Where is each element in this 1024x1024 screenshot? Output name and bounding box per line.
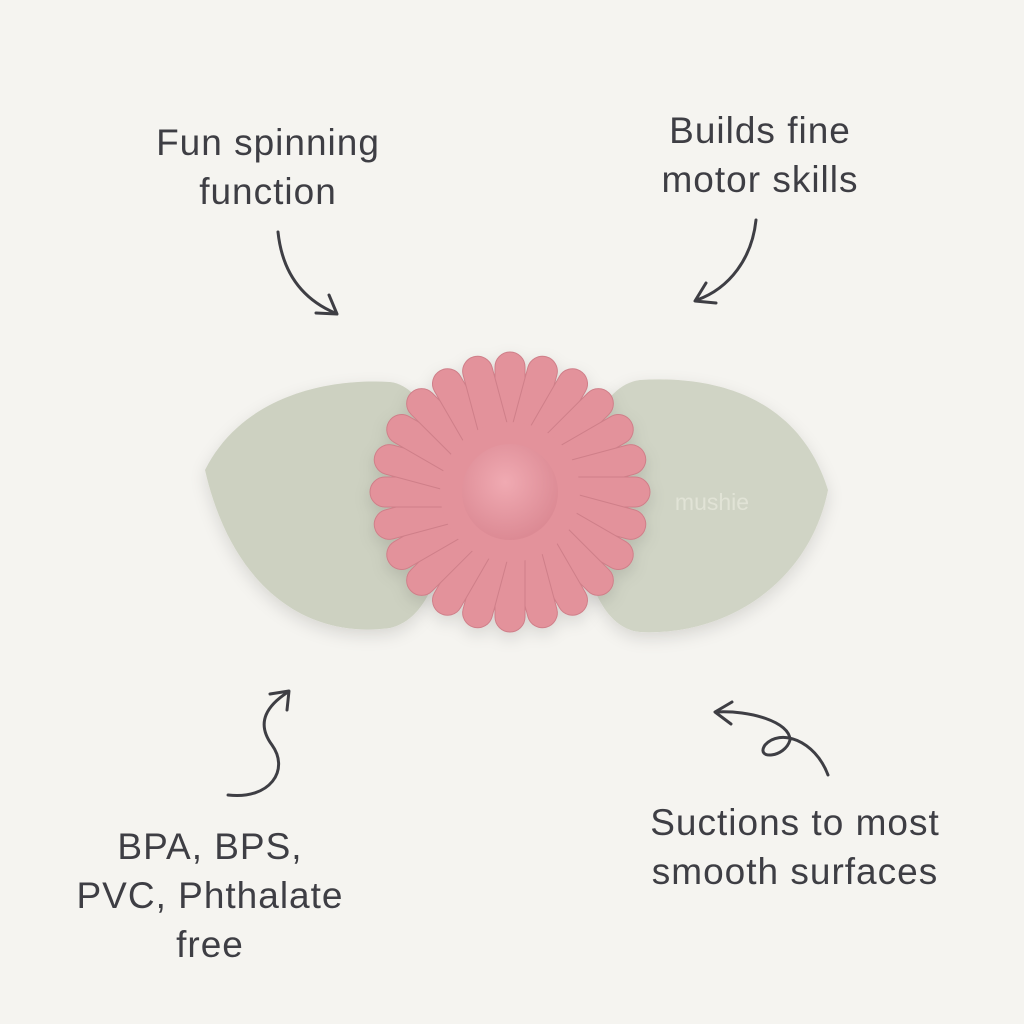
loop-arrow-icon: [713, 700, 830, 777]
brand-emboss: mushie: [675, 489, 749, 515]
annotation-spinning: Fun spinning function: [108, 118, 428, 216]
annotation-motor-skills: Builds fine motor skills: [600, 106, 920, 204]
curved-arrow-icon: [276, 230, 339, 316]
annotation-suction: Suctions to most smooth surfaces: [590, 798, 1000, 896]
annotation-line: Suctions to most: [650, 802, 940, 843]
annotation-line: Fun spinning: [156, 122, 380, 163]
annotation-line: function: [199, 171, 337, 212]
annotation-line: BPA, BPS,: [117, 826, 303, 867]
squiggle-arrow-icon: [226, 689, 291, 798]
daisy-spinner: [369, 351, 651, 633]
right-suction-leaf: [580, 379, 828, 633]
annotation-bpa-free: BPA, BPS, PVC, Phthalate free: [30, 822, 390, 969]
left-suction-leaf: [205, 381, 447, 630]
annotation-line: motor skills: [661, 159, 859, 200]
annotation-line: free: [176, 924, 244, 965]
annotation-line: Builds fine: [669, 110, 851, 151]
flower-center: [462, 444, 558, 540]
annotation-line: smooth surfaces: [651, 851, 939, 892]
curved-arrow-icon: [693, 218, 758, 305]
annotation-line: PVC, Phthalate: [76, 875, 344, 916]
